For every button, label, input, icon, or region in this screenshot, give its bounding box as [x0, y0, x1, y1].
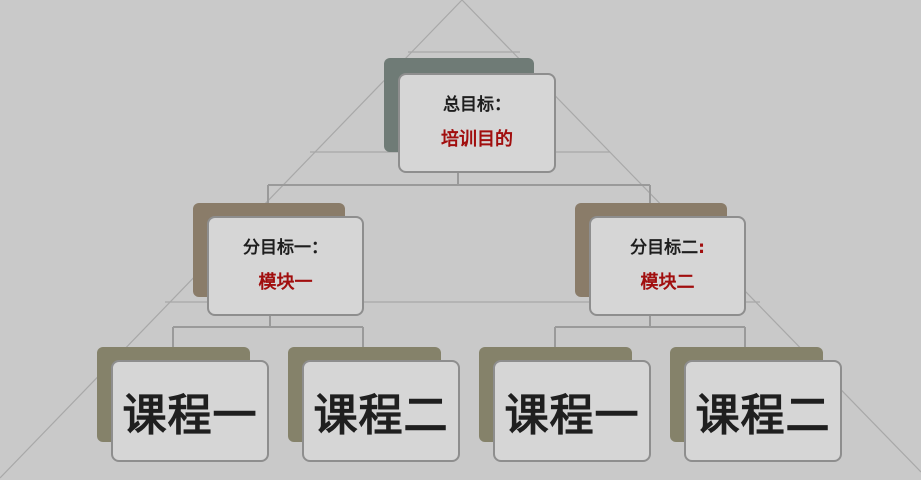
course-1-card: 课程一: [111, 360, 269, 462]
root-label: 总目标：: [443, 95, 511, 115]
course-2-label: 课程二: [313, 390, 449, 441]
course-3-card: 课程一: [493, 360, 651, 462]
course-1-label: 课程一: [122, 390, 258, 441]
root-node-card: 总目标： 培训目的: [398, 73, 556, 173]
module-1-card: 分目标一： 模块一: [207, 216, 364, 316]
module-2-value: 模块二: [640, 272, 695, 294]
module-2-label: 分目标二:: [630, 238, 705, 258]
module-1-label: 分目标一：: [243, 238, 328, 258]
course-4-card: 课程二: [684, 360, 842, 462]
course-4-label: 课程二: [695, 390, 831, 441]
module-2-card: 分目标二: 模块二: [589, 216, 746, 316]
root-value: 培训目的: [441, 129, 513, 151]
module-2-label-colon: :: [698, 238, 705, 258]
course-2-card: 课程二: [302, 360, 460, 462]
course-3-label: 课程一: [504, 390, 640, 441]
module-1-value: 模块一: [258, 272, 313, 294]
module-2-label-text: 分目标二: [630, 238, 699, 258]
